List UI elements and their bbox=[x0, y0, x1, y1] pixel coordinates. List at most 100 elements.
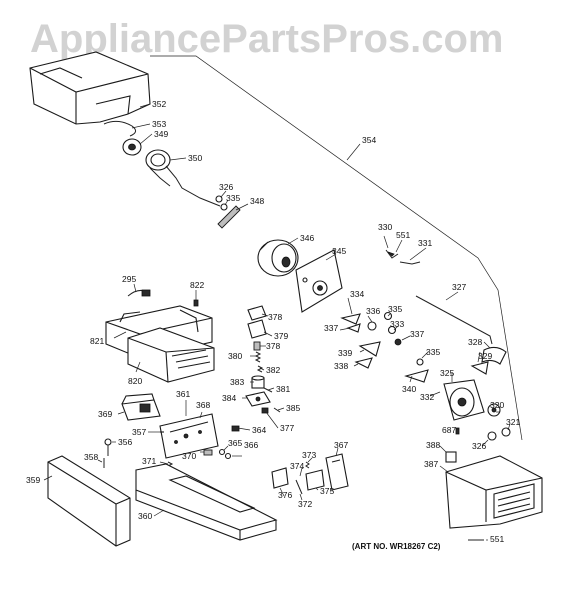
part-820-ice-mold bbox=[127, 327, 215, 383]
part-369-motor bbox=[121, 393, 161, 421]
part-337b-washer bbox=[394, 338, 402, 346]
label-381: 381 bbox=[276, 384, 290, 394]
part-382-spring bbox=[256, 365, 264, 373]
label-330: 330 bbox=[378, 222, 392, 232]
label-372: 372 bbox=[298, 499, 312, 509]
part-383-cylinder bbox=[251, 375, 265, 389]
part-346-motor bbox=[257, 239, 299, 277]
label-295: 295 bbox=[122, 274, 136, 284]
label-335a: 335 bbox=[226, 193, 240, 203]
part-335-washer-c bbox=[416, 358, 424, 366]
label-368: 368 bbox=[196, 400, 210, 410]
label-383: 383 bbox=[230, 377, 244, 387]
part-321-washer bbox=[501, 427, 511, 437]
label-387: 387 bbox=[424, 459, 438, 469]
label-321: 321 bbox=[506, 417, 520, 427]
label-334: 334 bbox=[350, 289, 364, 299]
label-331: 331 bbox=[418, 238, 432, 248]
label-364: 364 bbox=[252, 425, 266, 435]
part-384-bracket bbox=[245, 391, 271, 407]
label-374: 374 bbox=[290, 461, 304, 471]
part-385-pin bbox=[273, 407, 281, 413]
label-378b: 378 bbox=[266, 341, 280, 351]
label-379: 379 bbox=[274, 331, 288, 341]
label-346: 346 bbox=[300, 233, 314, 243]
part-328-handle bbox=[481, 346, 507, 365]
label-320: 320 bbox=[490, 400, 504, 410]
part-329-clip bbox=[470, 361, 489, 375]
label-335b: 335 bbox=[388, 304, 402, 314]
label-354: 354 bbox=[362, 135, 376, 145]
label-326a: 326 bbox=[219, 182, 233, 192]
label-360: 360 bbox=[138, 511, 152, 521]
part-345-bracket bbox=[295, 249, 343, 313]
label-820: 820 bbox=[128, 376, 142, 386]
part-331-rod bbox=[399, 261, 421, 265]
part-377-clip bbox=[261, 407, 269, 414]
label-388: 388 bbox=[426, 440, 440, 450]
label-373: 373 bbox=[302, 450, 316, 460]
label-385: 385 bbox=[286, 403, 300, 413]
part-353-clip bbox=[103, 120, 136, 137]
part-335-washer bbox=[220, 203, 228, 211]
label-327: 327 bbox=[452, 282, 466, 292]
label-357: 357 bbox=[132, 427, 146, 437]
part-379-block bbox=[247, 319, 267, 339]
part-378b-cap bbox=[253, 341, 261, 351]
part-333-washer bbox=[387, 325, 397, 335]
label-329: 329 bbox=[478, 351, 492, 361]
label-365: 365 bbox=[228, 438, 242, 448]
part-359-cover bbox=[47, 455, 131, 547]
part-labels: 352 353 349 350 354 326 335 348 346 330 … bbox=[26, 99, 520, 544]
part-376-cap bbox=[271, 467, 289, 489]
part-375-block bbox=[305, 469, 325, 491]
label-551b: 551 bbox=[490, 534, 504, 544]
part-388-cap bbox=[445, 451, 457, 463]
label-380: 380 bbox=[228, 351, 242, 361]
label-821: 821 bbox=[90, 336, 104, 346]
label-377: 377 bbox=[280, 423, 294, 433]
part-372-screw bbox=[295, 479, 303, 495]
part-378-cap bbox=[247, 305, 267, 321]
part-373-spring bbox=[305, 461, 310, 469]
label-337a: 337 bbox=[324, 323, 338, 333]
label-325: 325 bbox=[440, 368, 454, 378]
leader-lines bbox=[43, 103, 511, 541]
label-328: 328 bbox=[468, 337, 482, 347]
part-350-auger bbox=[145, 149, 221, 207]
label-340: 340 bbox=[402, 384, 416, 394]
label-376: 376 bbox=[278, 490, 292, 500]
label-687: 687 bbox=[442, 425, 456, 435]
label-367: 367 bbox=[334, 440, 348, 450]
label-350: 350 bbox=[188, 153, 202, 163]
part-354-frame-line bbox=[150, 55, 523, 441]
label-371: 371 bbox=[142, 456, 156, 466]
part-361-control-board bbox=[159, 413, 219, 459]
part-365-washer bbox=[218, 448, 226, 456]
part-360-tray bbox=[135, 463, 278, 541]
part-339-clip bbox=[358, 341, 381, 357]
label-359: 359 bbox=[26, 475, 40, 485]
part-326b-washer bbox=[487, 431, 497, 441]
part-320-gear bbox=[487, 403, 501, 417]
label-337b: 337 bbox=[410, 329, 424, 339]
part-334-clip bbox=[340, 313, 361, 325]
part-352-ice-bucket bbox=[29, 51, 151, 125]
part-336-washer bbox=[367, 321, 377, 331]
part-327-rod bbox=[415, 295, 493, 345]
part-687-screw bbox=[455, 427, 460, 435]
part-366-washer bbox=[224, 452, 232, 460]
part-356-screw bbox=[104, 438, 112, 456]
part-349-gear bbox=[122, 138, 142, 156]
label-370: 370 bbox=[182, 451, 196, 461]
part-370-clip bbox=[203, 449, 213, 456]
label-361: 361 bbox=[176, 389, 190, 399]
label-384: 384 bbox=[222, 393, 236, 403]
label-356: 356 bbox=[118, 437, 132, 447]
part-822-screw bbox=[193, 299, 199, 307]
label-332: 332 bbox=[420, 392, 434, 402]
label-822: 822 bbox=[190, 280, 204, 290]
part-330-clip bbox=[385, 249, 399, 259]
part-326-washer bbox=[215, 195, 223, 203]
